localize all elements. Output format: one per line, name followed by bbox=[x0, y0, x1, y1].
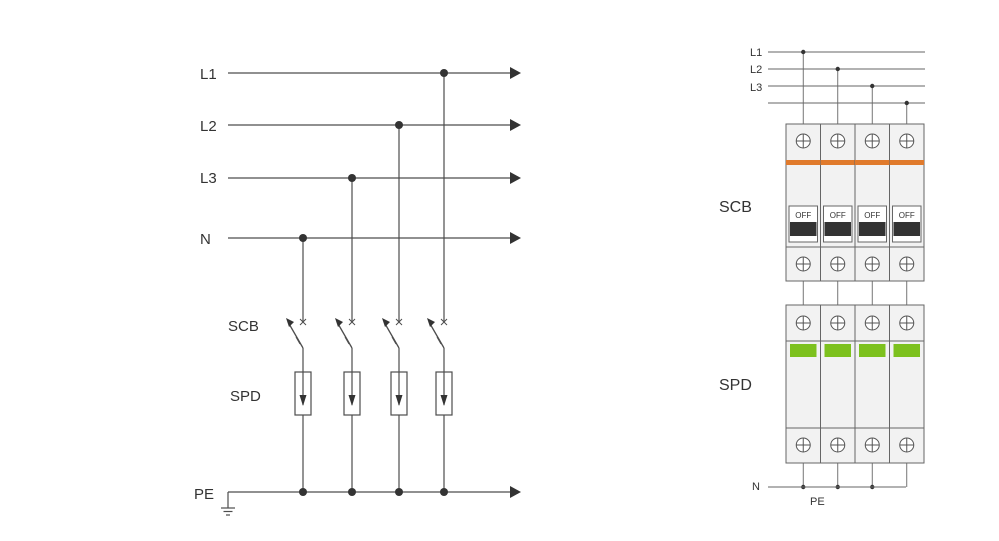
arrow-l2-icon bbox=[510, 119, 521, 131]
spd-module bbox=[854, 304, 890, 464]
module-line-label-l2: L2 bbox=[750, 64, 762, 76]
switch-arrow-icon bbox=[427, 318, 435, 327]
schematic-line-label-n: N bbox=[200, 231, 211, 248]
scb-stripe bbox=[786, 160, 821, 165]
scb-stripe bbox=[855, 160, 890, 165]
switch-arrow-icon bbox=[286, 318, 294, 327]
scb-module bbox=[785, 123, 821, 282]
switch-blade bbox=[428, 321, 445, 349]
screw-terminal-icon bbox=[830, 437, 846, 453]
scb-stripe bbox=[889, 160, 924, 165]
spd-arrow-icon bbox=[440, 395, 448, 406]
switch-blade bbox=[287, 321, 304, 349]
switch-off-text: OFF bbox=[830, 211, 846, 220]
module-pe-label: PE bbox=[810, 496, 825, 508]
module-line-label-l3: L3 bbox=[750, 82, 762, 94]
module-view: L1 L2 L3 SCB SPD OFF OFF OFF OFF N PE bbox=[719, 47, 925, 508]
junction-dot bbox=[440, 488, 448, 496]
spd-indicator bbox=[859, 344, 886, 357]
spd-indicator bbox=[824, 344, 851, 357]
screw-terminal-icon bbox=[795, 133, 811, 149]
module-poles: OFF OFF OFF OFF bbox=[785, 49, 925, 490]
junction-dot bbox=[440, 69, 448, 77]
module-line-label-l1: L1 bbox=[750, 47, 762, 59]
switch-blade bbox=[383, 321, 400, 349]
screw-terminal-icon bbox=[899, 133, 915, 149]
module-n-label: N bbox=[752, 481, 760, 493]
switch-handle bbox=[824, 222, 851, 236]
screw-terminal-icon bbox=[864, 437, 880, 453]
switch-arrow-icon bbox=[335, 318, 343, 327]
screw-terminal-icon bbox=[830, 256, 846, 272]
spd-indicator bbox=[893, 344, 920, 357]
schematic-branch bbox=[335, 174, 361, 496]
schematic-pe-label: PE bbox=[194, 486, 214, 503]
switch-arrow-icon bbox=[382, 318, 390, 327]
module-pole: OFF bbox=[820, 66, 856, 490]
junction-dot bbox=[299, 234, 307, 242]
ground-icon bbox=[221, 492, 235, 516]
screw-terminal-icon bbox=[899, 256, 915, 272]
junction-dot bbox=[299, 488, 307, 496]
switch-off-text: OFF bbox=[864, 211, 880, 220]
arrow-n-icon bbox=[510, 232, 521, 244]
screw-terminal-icon bbox=[830, 133, 846, 149]
schematic-branches bbox=[286, 69, 453, 496]
switch-blade bbox=[336, 321, 353, 349]
module-pole: OFF bbox=[854, 83, 890, 490]
arrow-pe-icon bbox=[510, 486, 521, 498]
screw-terminal-icon bbox=[899, 315, 915, 331]
junction-dot bbox=[904, 100, 909, 106]
schematic-branch bbox=[286, 234, 312, 496]
screw-terminal-icon bbox=[864, 256, 880, 272]
module-pole: OFF bbox=[785, 49, 821, 490]
junction-dot bbox=[348, 174, 356, 182]
screw-terminal-icon bbox=[864, 133, 880, 149]
switch-handle bbox=[790, 222, 817, 236]
schematic-line-label-l3: L3 bbox=[200, 170, 217, 187]
schematic-scb-label: SCB bbox=[228, 318, 259, 335]
schematic-line-label-l1: L1 bbox=[200, 66, 217, 83]
spd-module bbox=[785, 304, 821, 464]
schematic-line-label-l2: L2 bbox=[200, 118, 217, 135]
spd-indicator bbox=[790, 344, 817, 357]
schematic: L1 L2 L3 N PE SCB SPD bbox=[194, 66, 521, 516]
schematic-branch bbox=[427, 69, 453, 496]
switch-handle bbox=[893, 222, 920, 236]
switch-off-text: OFF bbox=[899, 211, 915, 220]
screw-terminal-icon bbox=[795, 437, 811, 453]
junction-dot bbox=[835, 66, 840, 72]
screw-terminal-icon bbox=[864, 315, 880, 331]
switch-off-text: OFF bbox=[795, 211, 811, 220]
spd-arrow-icon bbox=[348, 395, 356, 406]
switch-handle bbox=[859, 222, 886, 236]
junction-dot bbox=[395, 121, 403, 129]
schematic-branch bbox=[382, 121, 408, 496]
junction-dot bbox=[801, 49, 806, 55]
screw-terminal-icon bbox=[899, 437, 915, 453]
spd-arrow-icon bbox=[395, 395, 403, 406]
junction-dot bbox=[870, 83, 875, 89]
spd-arrow-icon bbox=[299, 395, 307, 406]
screw-terminal-icon bbox=[795, 315, 811, 331]
module-spd-label: SPD bbox=[719, 377, 752, 394]
junction-dot bbox=[348, 488, 356, 496]
scb-stripe bbox=[820, 160, 855, 165]
screw-terminal-icon bbox=[830, 315, 846, 331]
arrow-l3-icon bbox=[510, 172, 521, 184]
module-pole: OFF bbox=[889, 100, 925, 487]
junction-dot bbox=[395, 488, 403, 496]
arrow-l1-icon bbox=[510, 67, 521, 79]
module-scb-label: SCB bbox=[719, 199, 752, 216]
screw-terminal-icon bbox=[795, 256, 811, 272]
schematic-spd-label: SPD bbox=[230, 388, 261, 405]
